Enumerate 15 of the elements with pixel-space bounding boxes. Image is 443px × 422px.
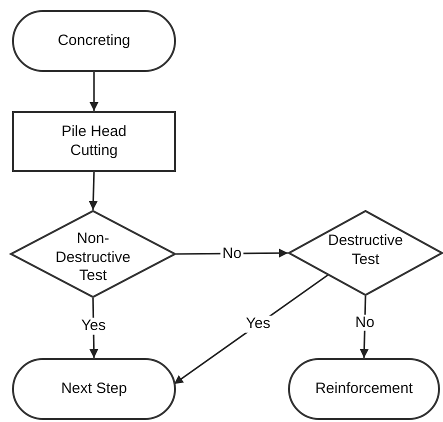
node-label: Pile Head Cutting (60, 122, 128, 160)
node-label: Concreting (58, 32, 130, 50)
arrow (90, 72, 98, 111)
edge-label: No (353, 314, 376, 331)
node-label: Next Step (61, 380, 127, 398)
node-label: Non- Destructive Test (54, 230, 132, 286)
node-label: Reinforcement (315, 380, 413, 398)
edge-label: Yes (244, 316, 272, 333)
arrow (176, 248, 288, 258)
decision-diamond (10, 210, 176, 298)
decision-diamond (288, 210, 443, 296)
edge-label: Yes (79, 318, 108, 334)
node-label: Destructive Test (326, 232, 404, 270)
process-box (12, 111, 176, 172)
arrow (88, 172, 98, 210)
